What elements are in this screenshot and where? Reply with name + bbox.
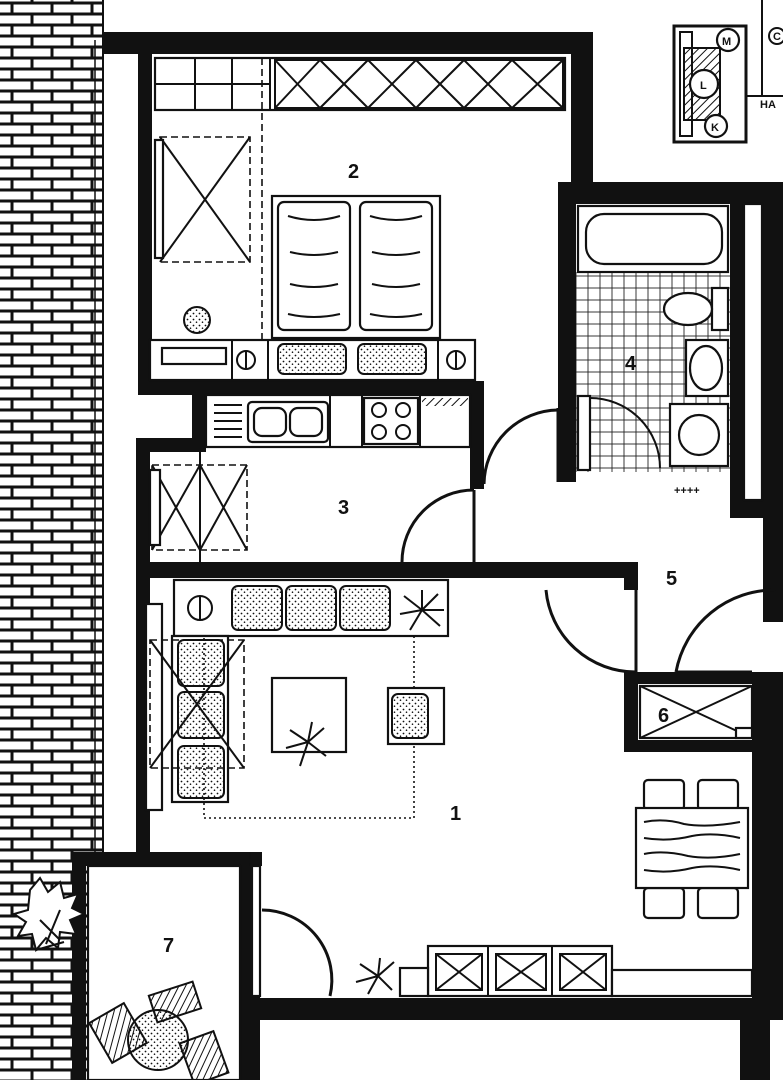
balcony-furniture: [87, 980, 230, 1080]
legend-k: K: [711, 122, 719, 134]
living-room: [144, 578, 754, 998]
room-label-kitchen: 3: [338, 497, 349, 519]
legend-m: M: [722, 36, 731, 48]
balcony: [11, 864, 242, 1080]
plant-table: [285, 721, 327, 767]
wardrobe-crosses: [274, 59, 564, 109]
kitchen: [148, 393, 476, 563]
stairwell-legend: M L K HA C: [672, 0, 783, 144]
room-label-balcony: 7: [163, 935, 174, 957]
bathroom: ++++: [576, 202, 764, 502]
bedroom: [148, 56, 567, 382]
room-label-bedroom: 2: [348, 161, 359, 183]
legend-ha: HA: [760, 99, 776, 111]
legend-l: L: [700, 80, 707, 92]
bath-marks: ++++: [674, 485, 700, 497]
plant-sofa: [399, 590, 444, 631]
room-label-bathroom: 4: [625, 353, 637, 375]
room-label-storage: 6: [658, 705, 669, 727]
legend-corner: C: [773, 31, 781, 43]
plant-floor: [355, 957, 395, 995]
room-label-hall: 5: [666, 568, 677, 590]
hall: [482, 408, 777, 674]
storage: [638, 684, 754, 740]
room-label-living: 1: [450, 803, 461, 825]
